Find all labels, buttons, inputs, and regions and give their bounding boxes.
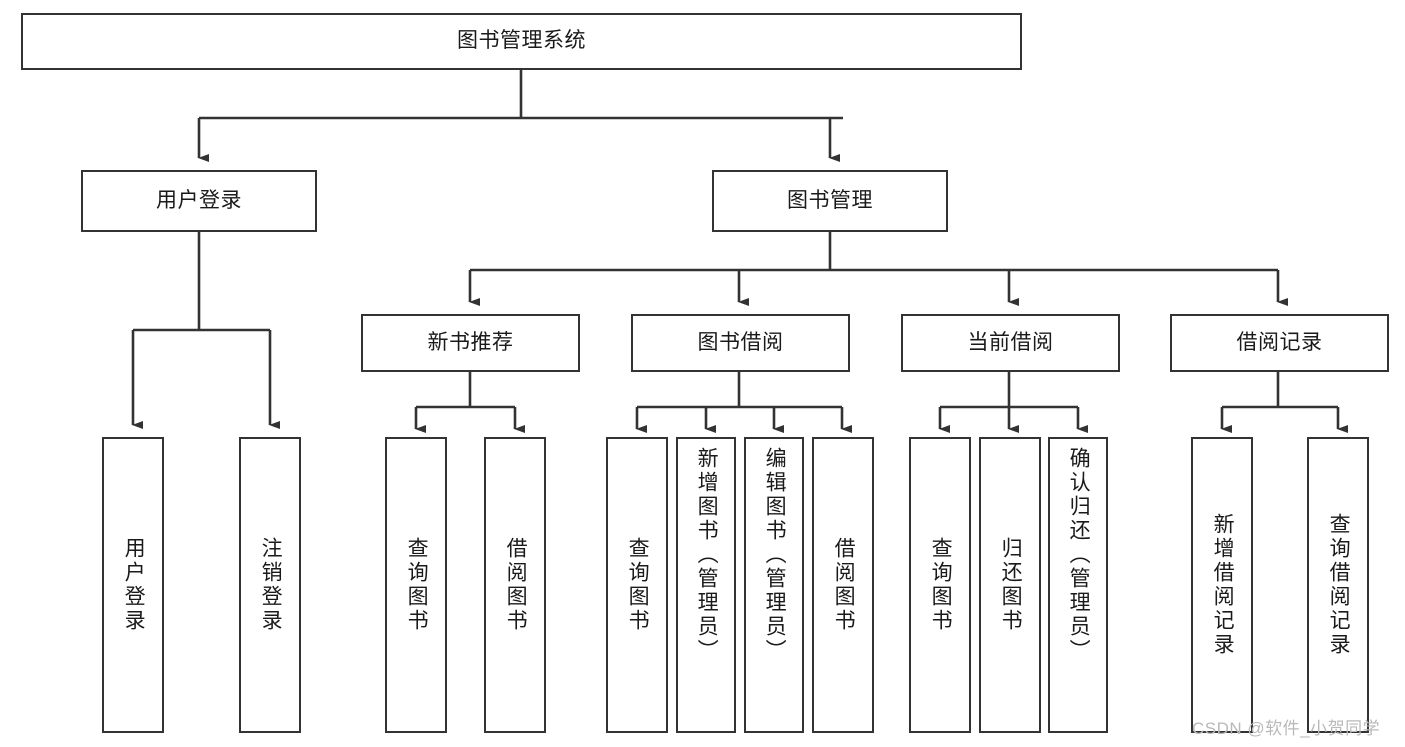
- node-label: 查询借阅记录: [1327, 513, 1351, 657]
- leaf-nb-borrow-book[interactable]: 借阅图书: [484, 437, 546, 733]
- leaf-br-query-record[interactable]: 查询借阅记录: [1307, 437, 1369, 733]
- node-label: 用户登录: [122, 537, 146, 633]
- csdn-watermark: CSDN @软件_小贺同学: [1192, 719, 1381, 738]
- leaf-logout[interactable]: 注销登录: [239, 437, 301, 733]
- node-label: 注销登录: [259, 537, 283, 633]
- node-label: 图书管理系统: [457, 29, 586, 53]
- node-label: 查询图书: [626, 537, 650, 633]
- leaf-br-add-record[interactable]: 新增借阅记录: [1191, 437, 1253, 733]
- node-root-book-management-system[interactable]: 图书管理系统: [21, 13, 1022, 70]
- node-label: 新书推荐: [427, 330, 514, 354]
- leaf-bb-add-book-admin[interactable]: 新增图书（管理员）: [676, 437, 736, 733]
- node-label: 新增图书（管理员）: [695, 447, 719, 663]
- leaf-bb-edit-book-admin[interactable]: 编辑图书（管理员）: [744, 437, 804, 733]
- node-current-borrow[interactable]: 当前借阅: [901, 314, 1120, 372]
- node-label: 新增借阅记录: [1211, 513, 1235, 657]
- node-user-login[interactable]: 用户登录: [81, 170, 317, 232]
- node-label: 图书管理: [787, 188, 873, 212]
- node-label: 查询图书: [929, 537, 953, 633]
- node-new-book-recommend[interactable]: 新书推荐: [361, 314, 580, 372]
- node-borrow-record[interactable]: 借阅记录: [1170, 314, 1389, 372]
- node-label: 归还图书: [999, 537, 1023, 633]
- node-label: 确认归还（管理员）: [1067, 447, 1091, 663]
- node-book-management[interactable]: 图书管理: [712, 170, 948, 232]
- node-label: 用户登录: [156, 188, 242, 212]
- leaf-cb-query-book[interactable]: 查询图书: [909, 437, 971, 733]
- leaf-cb-return-book[interactable]: 归还图书: [979, 437, 1041, 733]
- node-label: 图书借阅: [697, 330, 784, 354]
- node-label: 查询图书: [405, 537, 429, 633]
- leaf-bb-query-book[interactable]: 查询图书: [606, 437, 668, 733]
- leaf-cb-confirm-return-admin[interactable]: 确认归还（管理员）: [1048, 437, 1108, 733]
- node-label: 借阅图书: [832, 537, 856, 633]
- node-label: 编辑图书（管理员）: [763, 447, 787, 663]
- node-label: 借阅图书: [504, 537, 528, 633]
- node-label: 借阅记录: [1236, 330, 1323, 354]
- leaf-bb-borrow-book[interactable]: 借阅图书: [812, 437, 874, 733]
- leaf-nb-query-book[interactable]: 查询图书: [385, 437, 447, 733]
- node-book-borrow[interactable]: 图书借阅: [631, 314, 850, 372]
- leaf-user-login[interactable]: 用户登录: [102, 437, 164, 733]
- node-label: 当前借阅: [967, 330, 1054, 354]
